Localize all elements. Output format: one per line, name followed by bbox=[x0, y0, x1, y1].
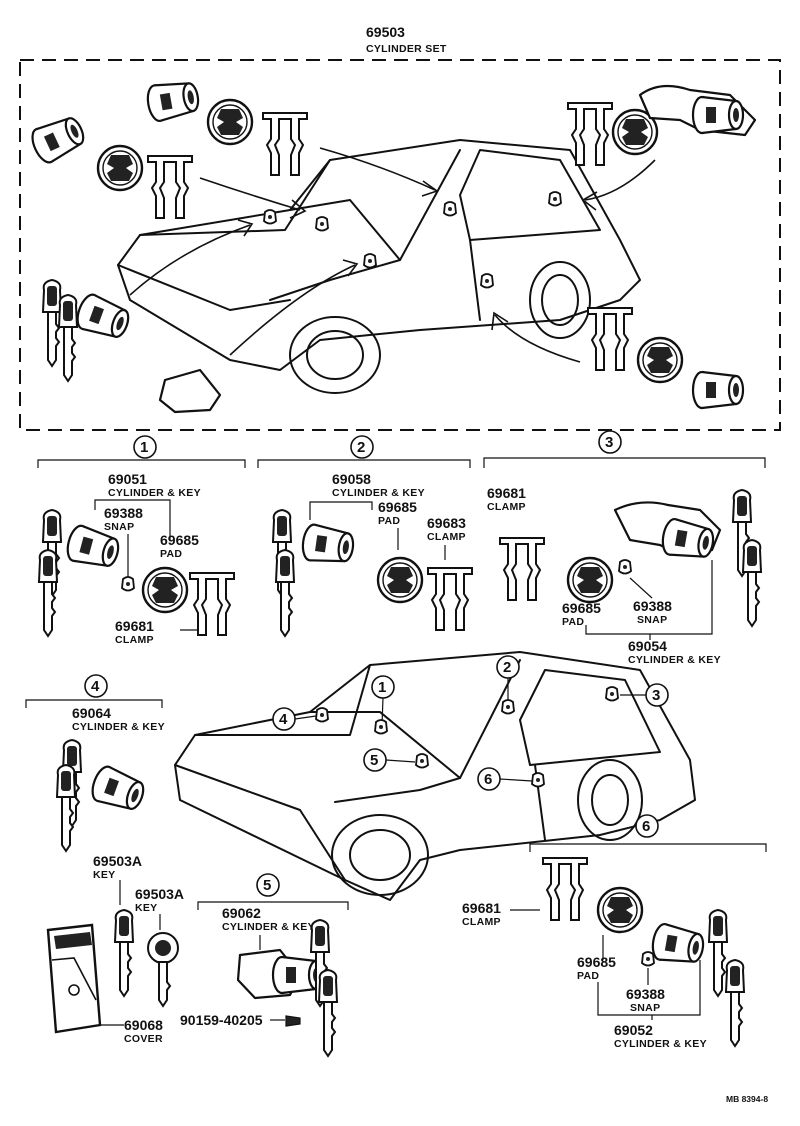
cylinder-set-dashed-frame bbox=[19, 59, 781, 431]
g3-set-caption: CYLINDER & KEY bbox=[628, 654, 721, 666]
svg-text:5: 5 bbox=[370, 752, 378, 769]
g3-pad-number: 69685 bbox=[562, 600, 601, 616]
middle-car-illustration bbox=[174, 651, 696, 901]
g2-clamp-number: 69683 bbox=[427, 515, 466, 531]
g3-clamp-number: 69681 bbox=[487, 485, 526, 501]
g2-clamp-caption: CLAMP bbox=[427, 531, 466, 543]
key-2-number: 69503A bbox=[135, 886, 184, 902]
loose-parts: 69503A KEY 69503A KEY 69068 COVER bbox=[46, 853, 184, 1045]
g5-set-number: 69062 bbox=[222, 905, 261, 921]
group-6-number: 6 bbox=[642, 818, 650, 835]
svg-text:1: 1 bbox=[378, 679, 386, 696]
g3-snap-caption: SNAP bbox=[637, 614, 667, 626]
key-1-caption: KEY bbox=[93, 869, 116, 881]
group-3-number: 3 bbox=[605, 434, 613, 451]
svg-text:6: 6 bbox=[484, 771, 492, 788]
g6-pad-caption: PAD bbox=[577, 970, 599, 982]
group-4-number: 4 bbox=[91, 678, 100, 695]
g1-set-caption: CYLINDER & KEY bbox=[108, 487, 201, 499]
middle-car-callouts: 1 2 3 4 5 6 bbox=[272, 655, 669, 791]
g2-pad-caption: PAD bbox=[378, 515, 400, 527]
cover-drawing bbox=[46, 923, 102, 1034]
g1-pad-number: 69685 bbox=[160, 532, 199, 548]
drawing-code: MB 8394-8 bbox=[726, 1094, 768, 1104]
g5-set-caption: CYLINDER & KEY bbox=[222, 921, 315, 933]
set-69503-caption: CYLINDER SET bbox=[366, 43, 447, 55]
car-callout-3: 3 bbox=[605, 683, 669, 707]
g4-set-number: 69064 bbox=[72, 705, 111, 721]
group-1-number: 1 bbox=[140, 439, 148, 456]
svg-text:4: 4 bbox=[279, 711, 288, 728]
top-set-arrows bbox=[129, 147, 656, 363]
g1-set-number: 69051 bbox=[108, 471, 147, 487]
car-callout-4: 4 bbox=[272, 707, 329, 731]
g1-pad-caption: PAD bbox=[160, 548, 182, 560]
group-5: 5 69062 CYLINDER & KEY 90159-40205 bbox=[180, 873, 349, 1057]
svg-text:3: 3 bbox=[652, 687, 660, 704]
g1-clamp-number: 69681 bbox=[115, 618, 154, 634]
g6-pad-number: 69685 bbox=[577, 954, 616, 970]
group-2: 2 69058 CYLINDER & KEY 69685 PAD 69683 C… bbox=[257, 435, 473, 637]
cover-number: 69068 bbox=[124, 1017, 163, 1033]
g6-set-caption: CYLINDER & KEY bbox=[614, 1038, 707, 1050]
g6-set-number: 69052 bbox=[614, 1022, 653, 1038]
g6-clamp-caption: CLAMP bbox=[462, 916, 501, 928]
svg-text:2: 2 bbox=[503, 659, 511, 676]
g5-screw-number: 90159-40205 bbox=[180, 1012, 263, 1028]
g1-snap-caption: SNAP bbox=[104, 521, 134, 533]
group-3: 3 69681 CLAMP 69685 PAD 69388 SNAP 69054… bbox=[483, 430, 766, 666]
car-callout-1: 1 bbox=[371, 675, 395, 735]
g1-snap-number: 69388 bbox=[104, 505, 143, 521]
car-callout-5: 5 bbox=[363, 748, 429, 772]
g1-clamp-caption: CLAMP bbox=[115, 634, 154, 646]
g3-snap-number: 69388 bbox=[633, 598, 672, 614]
g2-set-number: 69058 bbox=[332, 471, 371, 487]
key-2-caption: KEY bbox=[135, 902, 158, 914]
g3-set-number: 69054 bbox=[628, 638, 667, 654]
top-set-parts bbox=[26, 77, 757, 414]
g6-snap-caption: SNAP bbox=[630, 1002, 660, 1014]
top-car-illustration bbox=[117, 139, 641, 394]
g6-snap-number: 69388 bbox=[626, 986, 665, 1002]
car-callout-6: 6 bbox=[477, 767, 545, 791]
car-callout-2: 2 bbox=[496, 655, 520, 715]
group-5-number: 5 bbox=[263, 877, 271, 894]
key-1-number: 69503A bbox=[93, 853, 142, 869]
group-6: 6 69681 CLAMP 69685 PAD 69388 SNAP 69052… bbox=[462, 814, 767, 1050]
group-4: 4 69064 CYLINDER & KEY bbox=[25, 674, 165, 852]
cover-caption: COVER bbox=[124, 1033, 163, 1045]
g3-clamp-caption: CLAMP bbox=[487, 501, 526, 513]
g4-set-caption: CYLINDER & KEY bbox=[72, 721, 165, 733]
group-1: 1 69051 CYLINDER & KEY 69388 SNAP 69685 … bbox=[37, 435, 246, 646]
g2-pad-number: 69685 bbox=[378, 499, 417, 515]
group-2-number: 2 bbox=[357, 439, 365, 456]
g6-clamp-number: 69681 bbox=[462, 900, 501, 916]
g3-pad-caption: PAD bbox=[562, 616, 584, 628]
key-2-drawing bbox=[147, 932, 179, 1008]
set-69503-part-number: 69503 bbox=[366, 24, 405, 40]
g2-set-caption: CYLINDER & KEY bbox=[332, 487, 425, 499]
